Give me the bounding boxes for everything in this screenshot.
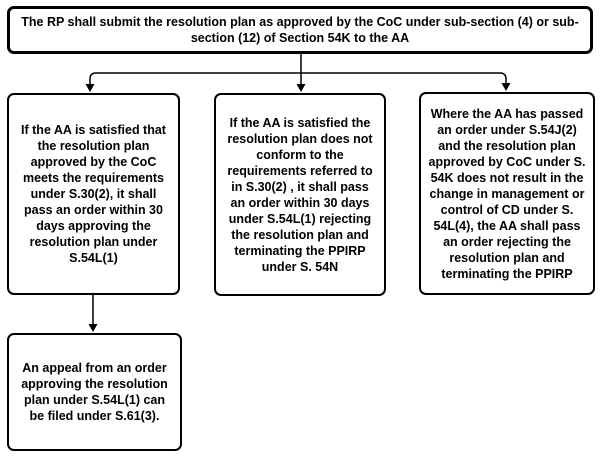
node-appeal-order: An appeal from an order approving the re… (7, 333, 182, 451)
node-aa-rejects-no-management-change-text: Where the AA has passed an order under S… (428, 106, 586, 281)
arrowhead-left (85, 84, 95, 92)
node-rp-submit-plan-text: The RP shall submit the resolution plan … (21, 15, 579, 45)
arrowhead-right (501, 83, 511, 91)
arrowhead-middle (296, 84, 306, 92)
node-rp-submit-plan: The RP shall submit the resolution plan … (7, 6, 593, 54)
node-aa-rejects-no-management-change: Where the AA has passed an order under S… (419, 92, 595, 295)
node-aa-approves-plan: If the AA is satisfied that the resoluti… (7, 93, 180, 295)
node-aa-approves-plan-text: If the AA is satisfied that the resoluti… (21, 123, 166, 265)
arrowhead-appeal (88, 324, 98, 332)
connector-top-to-left (89, 72, 301, 85)
connector-top-to-right (301, 72, 507, 84)
node-aa-rejects-nonconforming-plan: If the AA is satisfied the resolution pl… (214, 93, 386, 296)
node-aa-rejects-nonconforming-plan-text: If the AA is satisfied the resolution pl… (227, 115, 373, 274)
node-appeal-order-text: An appeal from an order approving the re… (21, 361, 168, 423)
